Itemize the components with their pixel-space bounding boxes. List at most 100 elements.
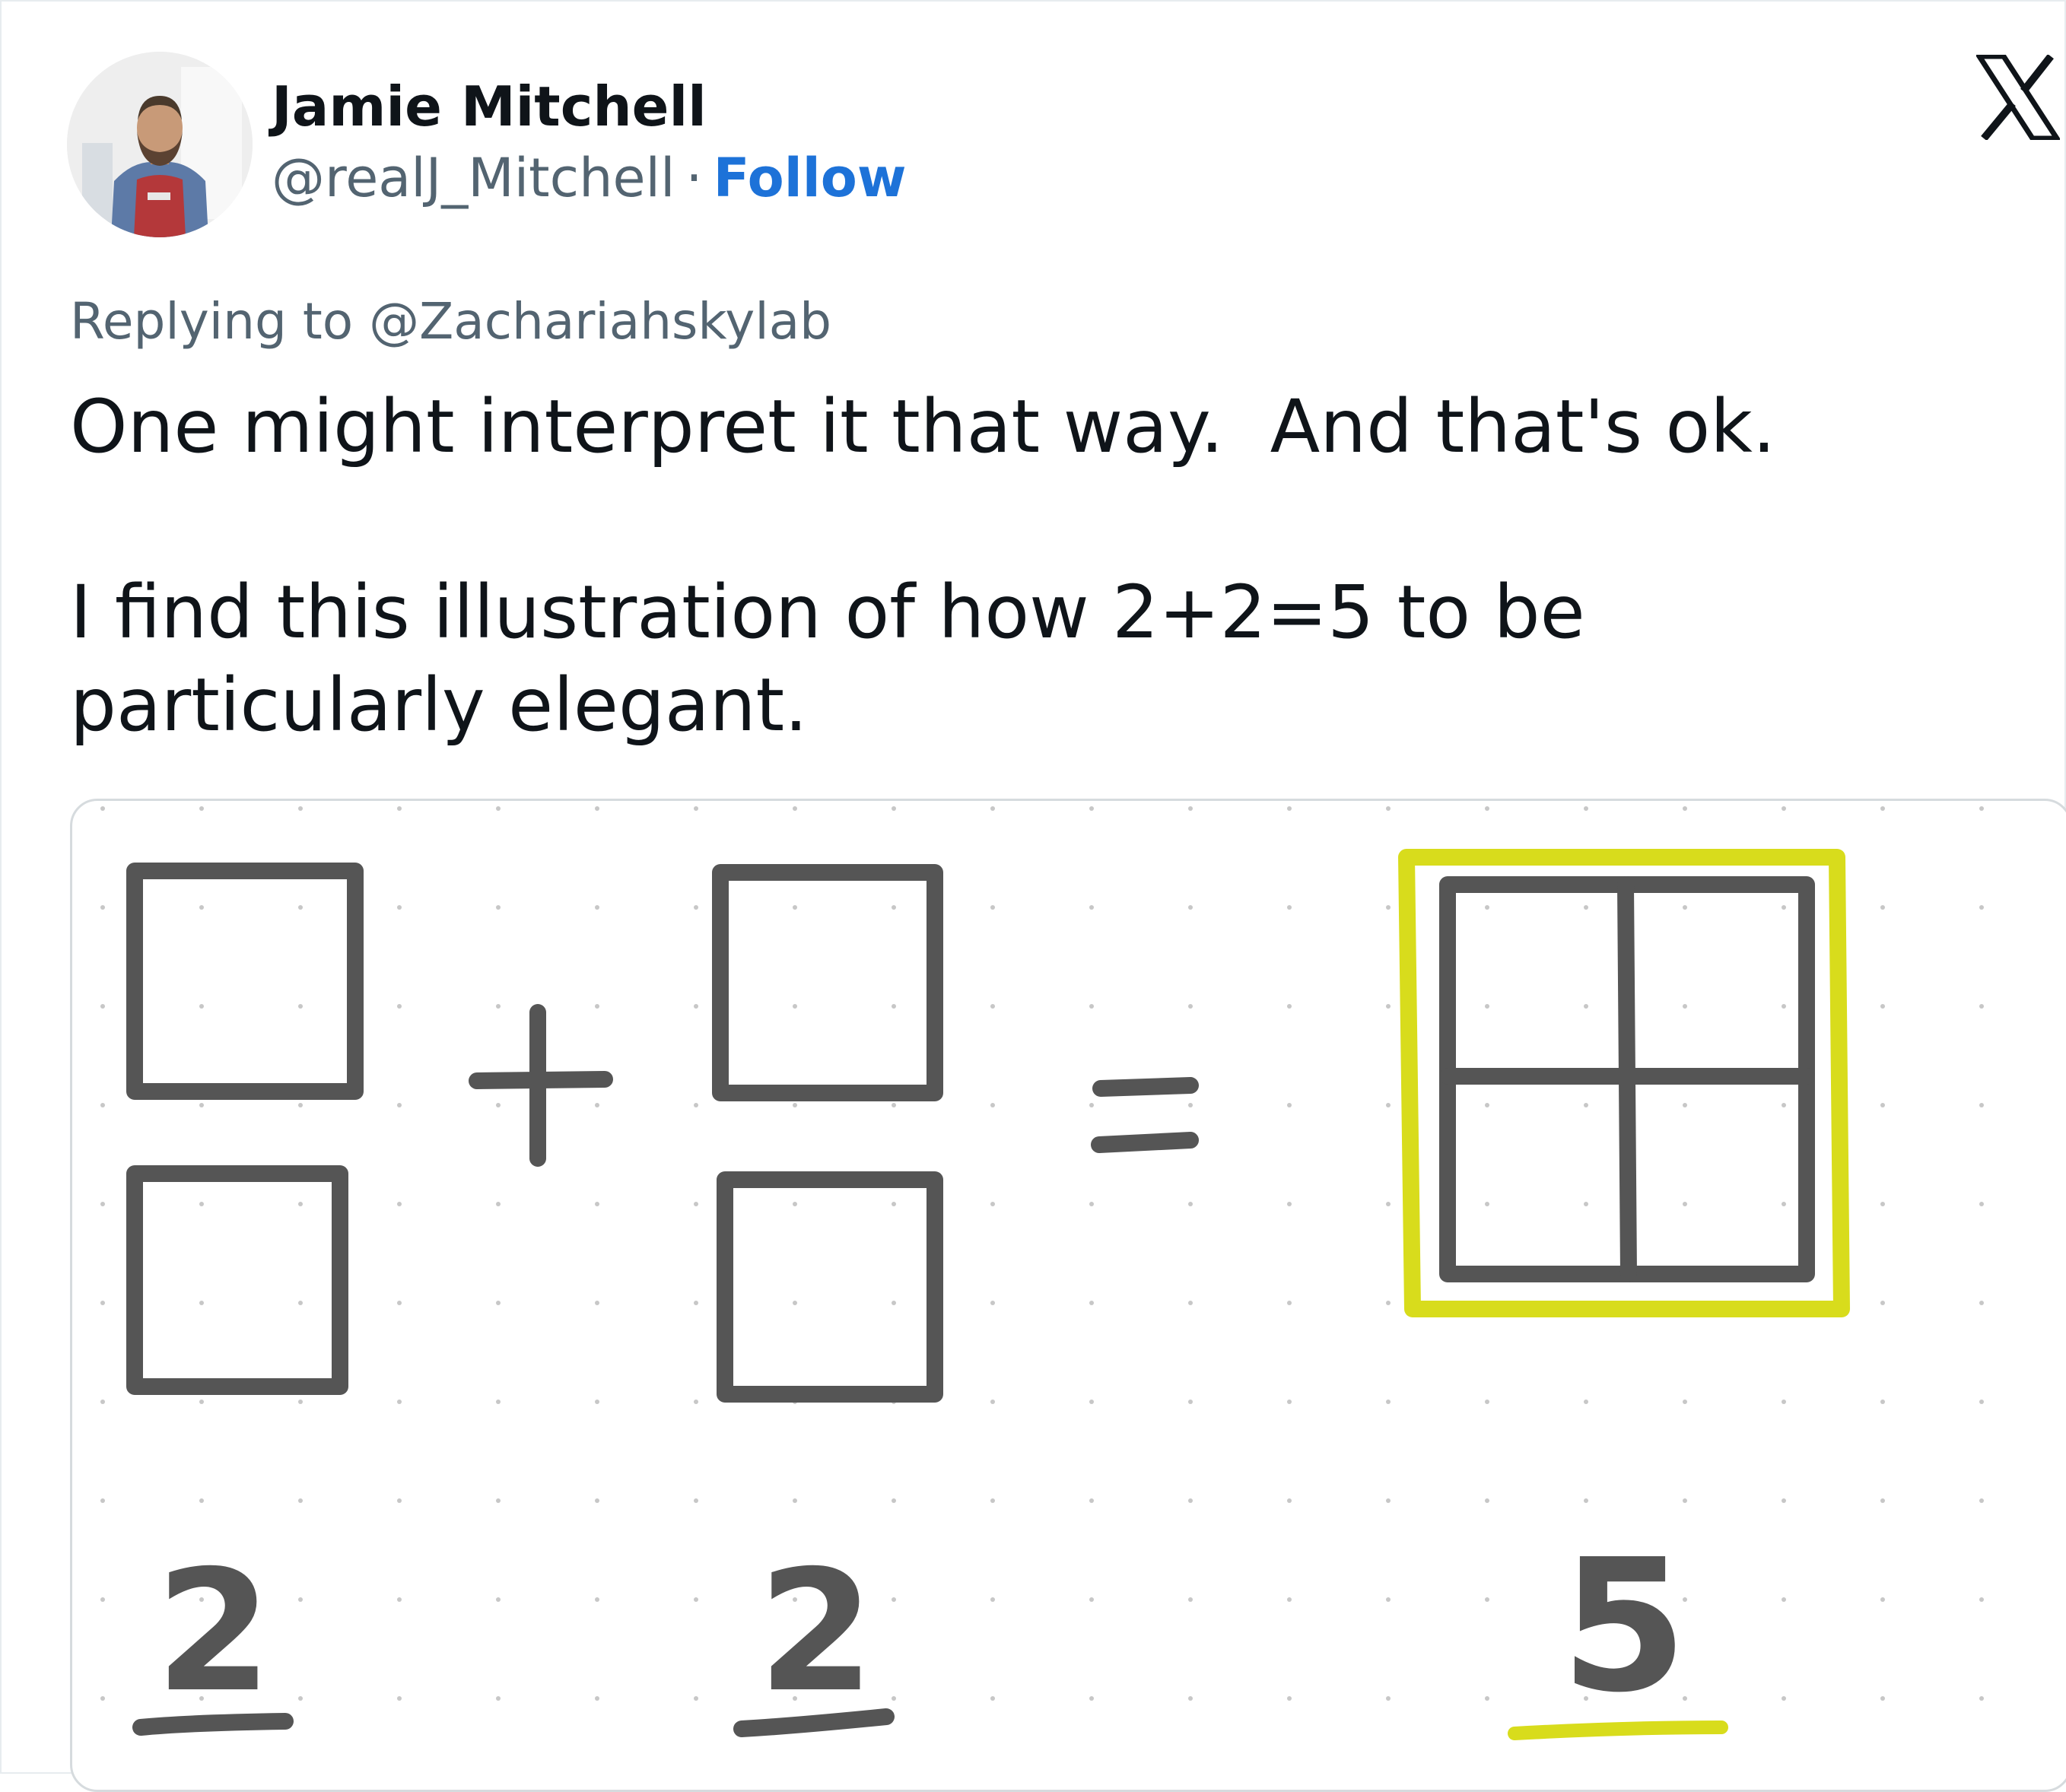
grid-dot: [199, 905, 204, 910]
grid-dot: [1089, 1400, 1094, 1404]
grid-dot: [595, 1400, 599, 1404]
grid-dot: [199, 806, 204, 811]
grid-dot: [1188, 1498, 1193, 1503]
grid-dot: [100, 1004, 105, 1009]
grid-dot: [1683, 1103, 1687, 1107]
grid-dot: [1979, 1202, 1984, 1206]
grid-dot: [199, 1696, 204, 1701]
grid-dot: [793, 905, 797, 910]
author-display-name[interactable]: Jamie Mitchell: [272, 75, 707, 138]
meta-separator: ·: [685, 147, 703, 209]
grid-dot: [100, 1202, 105, 1206]
author-handle[interactable]: @realJ_Mitchell: [272, 147, 675, 209]
grid-dot: [694, 905, 698, 910]
grid-dot: [199, 1202, 204, 1206]
grid-dot: [1782, 1696, 1786, 1701]
x-logo-icon[interactable]: [1976, 55, 2060, 140]
grid-dot: [1880, 1400, 1885, 1404]
grid-dot: [1287, 1103, 1292, 1107]
grid-dot: [990, 1301, 995, 1305]
grid-dot: [1979, 1696, 1984, 1701]
grid-dot: [1782, 1202, 1786, 1206]
grid-dot: [1880, 1103, 1885, 1107]
grid-dot: [397, 1597, 402, 1602]
big-square-outline: [1439, 876, 1815, 1282]
grid-dot: [100, 1400, 105, 1404]
grid-dot: [694, 806, 698, 811]
replying-handle-link[interactable]: @Zachariahskylab: [369, 292, 832, 351]
grid-dot: [496, 1004, 501, 1009]
grid-dot: [1188, 1597, 1193, 1602]
grid-dot: [990, 1400, 995, 1404]
grid-dot: [892, 1696, 896, 1701]
grid-dot: [1584, 1400, 1588, 1404]
grid-dot: [496, 1301, 501, 1305]
grid-dot: [1287, 1301, 1292, 1305]
grid-dot: [1979, 1301, 1984, 1305]
left-bottom-square: [126, 1165, 348, 1395]
grid-dot: [1188, 1400, 1193, 1404]
grid-dot: [595, 806, 599, 811]
grid-dot: [793, 806, 797, 811]
grid-dot: [990, 1004, 995, 1009]
grid-dot: [595, 1202, 599, 1206]
grid-dot: [397, 1202, 402, 1206]
grid-dot: [1584, 1696, 1588, 1701]
grid-dot: [793, 1301, 797, 1305]
grid-dot: [694, 1301, 698, 1305]
grid-dot: [1782, 1597, 1786, 1602]
grid-dot: [694, 1103, 698, 1107]
grid-dot: [1880, 1004, 1885, 1009]
equals-top-stroke: [1092, 1077, 1199, 1097]
grid-dot: [1386, 1498, 1391, 1503]
equals-bottom-stroke: [1091, 1132, 1199, 1153]
grid-dot: [1782, 1103, 1786, 1107]
grid-dot: [298, 1301, 303, 1305]
grid-dot: [397, 1004, 402, 1009]
grid-dot: [892, 1202, 896, 1206]
right-number-label: 5: [1561, 1520, 1688, 1733]
grid-dot: [892, 1498, 896, 1503]
grid-dot: [1188, 1103, 1193, 1107]
grid-dot: [199, 1004, 204, 1009]
grid-dot: [793, 1597, 797, 1602]
grid-dot: [892, 905, 896, 910]
grid-dot: [1880, 1498, 1885, 1503]
grid-dot: [298, 1202, 303, 1206]
grid-dot: [1584, 1004, 1588, 1009]
grid-dot: [1782, 905, 1786, 910]
grid-dot: [1188, 1301, 1193, 1305]
grid-dot: [694, 1597, 698, 1602]
grid-dot: [1386, 1004, 1391, 1009]
grid-dot: [100, 905, 105, 910]
left-top-square: [126, 863, 364, 1100]
grid-dot: [100, 1597, 105, 1602]
tweet-media-image[interactable]: 2 2 5: [70, 799, 2066, 1792]
grid-dot: [1386, 1103, 1391, 1107]
grid-dot: [397, 905, 402, 910]
grid-dot: [100, 1103, 105, 1107]
grid-dot: [892, 1301, 896, 1305]
grid-dot: [1584, 905, 1588, 910]
grid-dot: [1089, 1498, 1094, 1503]
grid-dot: [1386, 1301, 1391, 1305]
tweet-paragraph: One might interpret it that way. And tha…: [70, 384, 1776, 469]
grid-dot: [793, 1498, 797, 1503]
grid-dot: [100, 1301, 105, 1305]
grid-dot: [298, 1498, 303, 1503]
grid-dot: [496, 905, 501, 910]
grid-dot: [1979, 1498, 1984, 1503]
grid-dot: [1287, 1004, 1292, 1009]
grid-dot: [298, 905, 303, 910]
grid-dot: [1089, 1301, 1094, 1305]
ink-drawing: [126, 863, 1815, 1737]
grid-dot: [1089, 1103, 1094, 1107]
follow-button[interactable]: Follow: [713, 147, 907, 209]
grid-dot: [1386, 1696, 1391, 1701]
middle-top-square: [712, 864, 943, 1101]
grid-dot: [1584, 1103, 1588, 1107]
grid-dot: [496, 1103, 501, 1107]
grid-dot: [397, 1103, 402, 1107]
avatar[interactable]: [67, 52, 253, 237]
grid-dot: [199, 1498, 204, 1503]
